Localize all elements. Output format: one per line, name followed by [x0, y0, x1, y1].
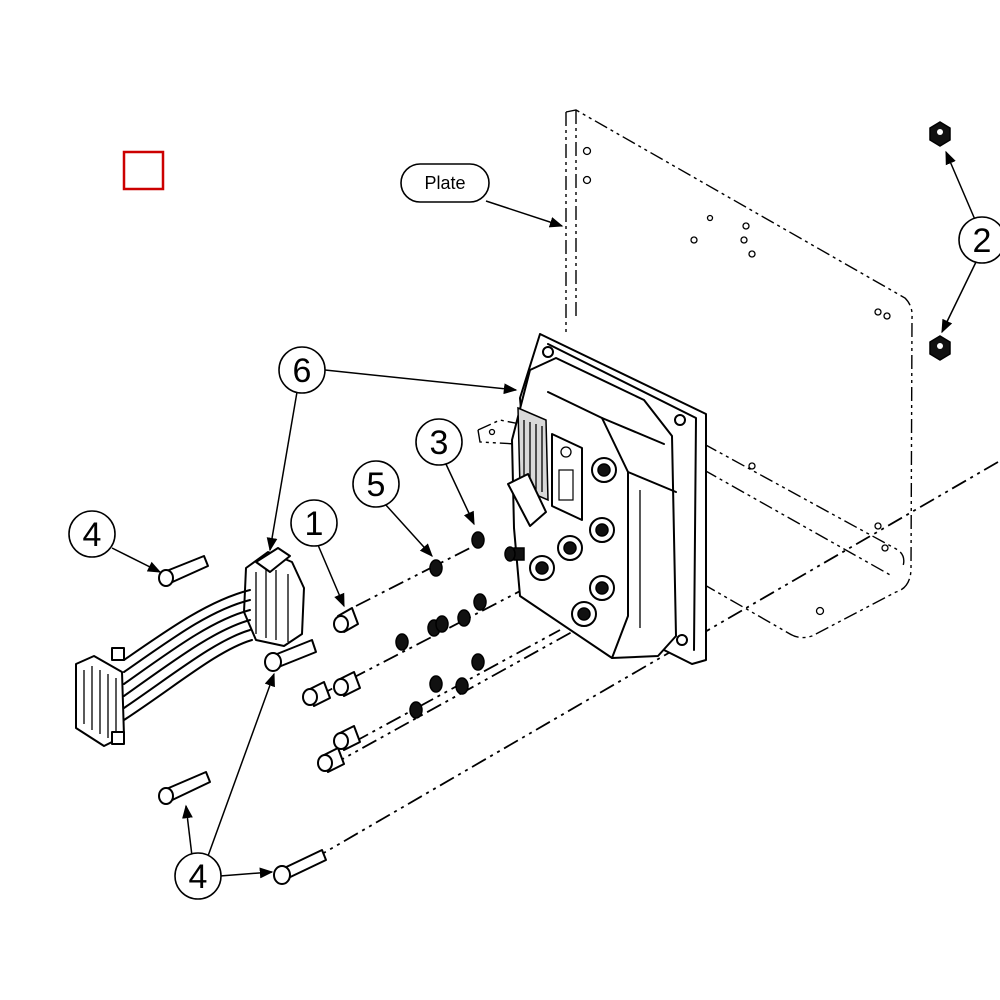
callout-plate: Plate — [400, 163, 490, 203]
wire-harness — [75, 547, 305, 747]
callout-2: 2 — [958, 216, 1000, 264]
terminal-studs — [529, 457, 617, 627]
motor-controller — [507, 333, 707, 665]
callout-1-number: 1 — [305, 505, 324, 543]
callout-3: 3 — [415, 418, 463, 466]
leader-arrows — [111, 150, 977, 879]
callout-1: 1 — [290, 499, 338, 547]
mounting-plate — [477, 109, 913, 639]
callout-4-bottom: 4 — [174, 852, 222, 900]
callout-4-left: 4 — [68, 510, 116, 558]
callout-5-number: 5 — [367, 466, 386, 504]
nuts — [929, 121, 951, 361]
long-bolts — [158, 555, 327, 885]
callout-4-left-number: 4 — [83, 516, 102, 554]
terminal-screws — [302, 607, 361, 773]
callout-5: 5 — [352, 460, 400, 508]
washers — [395, 531, 516, 719]
callout-4-bottom-number: 4 — [189, 858, 208, 896]
callout-6-number: 6 — [293, 352, 312, 390]
callout-3-number: 3 — [430, 424, 449, 462]
red-square-marker — [122, 150, 165, 191]
callout-6: 6 — [278, 346, 326, 394]
plate-label: Plate — [424, 173, 465, 193]
callout-2-number: 2 — [973, 222, 992, 260]
